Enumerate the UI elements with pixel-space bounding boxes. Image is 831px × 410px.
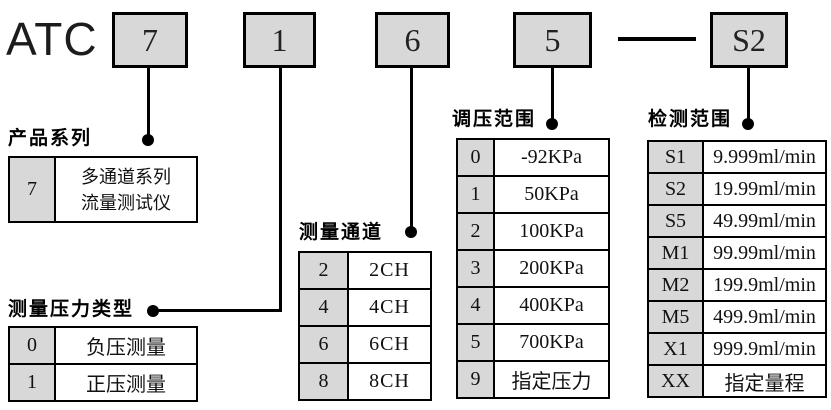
- desc-cell: 19.99ml/min: [702, 172, 827, 206]
- desc-cell: 50KPa: [493, 175, 610, 214]
- table-row: S5 49.99ml/min: [647, 204, 827, 238]
- desc-cell: 999.9ml/min: [702, 332, 827, 366]
- code-segment-box-pressure-type: 1: [243, 12, 316, 68]
- code-segment-box-series: 7: [112, 12, 188, 68]
- desc-cell: 4CH: [347, 288, 432, 327]
- code-cell: S5: [647, 204, 704, 238]
- code-cell: XX: [647, 364, 704, 398]
- code-cell: 1: [8, 363, 56, 402]
- desc-cell: 200KPa: [493, 249, 610, 288]
- code-cell: S1: [647, 140, 704, 174]
- table-row: M1 99.99ml/min: [647, 236, 827, 270]
- table-product-series: 7 多通道系列 流量测试仪: [8, 156, 198, 223]
- code-cell: 8: [298, 362, 349, 401]
- code-segment-value: 6: [404, 21, 421, 58]
- code-segment-value: S2: [732, 21, 766, 58]
- connector-line-reg-range: [551, 68, 554, 120]
- table-row: X1 999.9ml/min: [647, 332, 827, 366]
- table-row: 4 4CH: [298, 288, 432, 327]
- code-segment-box-reg-range: 5: [513, 12, 592, 68]
- desc-cell: 负压测量: [54, 326, 198, 365]
- connector-line-pressure-type-vertical: [279, 68, 282, 312]
- code-cell: 7: [8, 156, 56, 223]
- table-row: 0 负压测量: [8, 326, 198, 365]
- connector-dot-pressure-type: [147, 305, 159, 317]
- table-row: 3 200KPa: [456, 249, 610, 288]
- table-row: M5 499.9ml/min: [647, 300, 827, 334]
- table-row: M2 199.9ml/min: [647, 268, 827, 302]
- code-segment-box-channels: 6: [375, 12, 450, 68]
- table-channels: 2 2CH 4 4CH 6 6CH 8 8CH: [298, 251, 432, 401]
- desc-cell: 指定量程: [702, 364, 827, 398]
- desc-cell: 2CH: [347, 251, 432, 290]
- table-row: S1 9.999ml/min: [647, 140, 827, 174]
- section-label-channels: 测量通道: [299, 222, 384, 243]
- code-cell: M2: [647, 268, 704, 302]
- code-cell: 6: [298, 325, 349, 364]
- table-detection-range: S1 9.999ml/min S2 19.99ml/min S5 49.99ml…: [647, 140, 827, 398]
- code-cell: 0: [8, 326, 56, 365]
- table-pressure-type: 0 负压测量 1 正压测量: [8, 326, 198, 402]
- desc-cell: -92KPa: [493, 138, 610, 177]
- desc-cell: 49.99ml/min: [702, 204, 827, 238]
- table-row: 8 8CH: [298, 362, 432, 401]
- desc-cell: 指定压力: [493, 360, 610, 399]
- desc-cell: 9.999ml/min: [702, 140, 827, 174]
- desc-cell: 8CH: [347, 362, 432, 401]
- table-pressure-range: 0 -92KPa 1 50KPa 2 100KPa 3 200KPa 4 400…: [456, 138, 610, 399]
- code-cell: 2: [298, 251, 349, 290]
- table-row: S2 19.99ml/min: [647, 172, 827, 206]
- code-cell: 4: [298, 288, 349, 327]
- code-cell: 9: [456, 360, 495, 399]
- connector-dot-channels: [405, 226, 417, 238]
- table-row: 2 2CH: [298, 251, 432, 290]
- connector-line-det-range: [747, 68, 750, 120]
- code-cell: 0: [456, 138, 495, 177]
- desc-cell: 99.99ml/min: [702, 236, 827, 270]
- table-row: 1 正压测量: [8, 363, 198, 402]
- code-cell: M1: [647, 236, 704, 270]
- connector-line-series: [147, 68, 150, 136]
- connector-line-pressure-type-horizontal: [156, 309, 282, 312]
- code-segment-value: 5: [544, 21, 561, 58]
- desc-cell: 100KPa: [493, 212, 610, 251]
- table-row: 9 指定压力: [456, 360, 610, 399]
- section-label-pressure-type: 测量压力类型: [8, 299, 135, 320]
- connector-dot-reg-range: [546, 118, 558, 130]
- code-cell: M5: [647, 300, 704, 334]
- dash-separator: [618, 37, 696, 41]
- desc-cell: 多通道系列 流量测试仪: [54, 156, 198, 223]
- table-row: 6 6CH: [298, 325, 432, 364]
- code-cell: 4: [456, 286, 495, 325]
- code-cell: S2: [647, 172, 704, 206]
- model-prefix: ATC: [6, 13, 98, 65]
- section-label-reg-range: 调压范围: [452, 109, 537, 130]
- table-row: 4 400KPa: [456, 286, 610, 325]
- table-row: 0 -92KPa: [456, 138, 610, 177]
- desc-cell: 6CH: [347, 325, 432, 364]
- connector-dot-det-range: [742, 118, 754, 130]
- table-row: 2 100KPa: [456, 212, 610, 251]
- code-segment-value: 1: [271, 21, 288, 58]
- code-cell: 2: [456, 212, 495, 251]
- code-segment-value: 7: [142, 21, 158, 58]
- code-cell: 5: [456, 323, 495, 362]
- code-segment-box-det-range: S2: [710, 12, 788, 68]
- code-cell: 1: [456, 175, 495, 214]
- table-row: 7 多通道系列 流量测试仪: [8, 156, 198, 223]
- desc-cell: 正压测量: [54, 363, 198, 402]
- connector-line-channels: [410, 68, 413, 228]
- table-row: XX 指定量程: [647, 364, 827, 398]
- code-cell: 3: [456, 249, 495, 288]
- connector-dot-series: [142, 134, 154, 146]
- code-cell: X1: [647, 332, 704, 366]
- table-row: 5 700KPa: [456, 323, 610, 362]
- section-label-product-series: 产品系列: [8, 128, 93, 149]
- section-label-det-range: 检测范围: [648, 109, 733, 130]
- desc-cell: 199.9ml/min: [702, 268, 827, 302]
- table-row: 1 50KPa: [456, 175, 610, 214]
- desc-cell: 400KPa: [493, 286, 610, 325]
- desc-cell: 700KPa: [493, 323, 610, 362]
- desc-cell: 499.9ml/min: [702, 300, 827, 334]
